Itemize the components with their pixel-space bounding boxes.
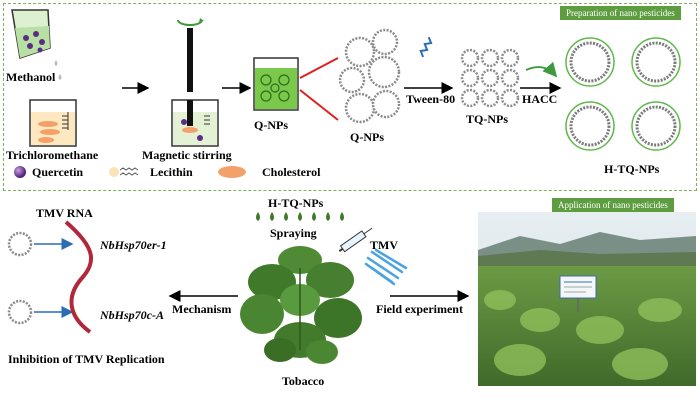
htqnps-app-label: H-TQ-NPs [268,196,324,210]
beaker-qnps-icon [253,57,299,111]
htqnps-label: H-TQ-NPs [604,162,660,176]
inhibition-label: Inhibition of TMV Replication [8,352,165,366]
quercetin-icon [14,166,26,178]
tmv-label: TMV [370,238,398,252]
tween-80-icon [419,36,433,58]
spraying-label: Spraying [270,226,317,240]
mechanism-label: Mechanism [172,302,232,316]
tobacco-plant-icon [240,246,362,364]
gene-label-1: NbHsp70er-1 [100,238,167,252]
red-line-top [299,57,339,79]
tqnps-grid-icon [460,48,520,108]
qnps-cluster-label: Q-NPs [350,130,384,144]
spray-droplets-icon [256,212,344,221]
qnps-beaker-label: Q-NPs [254,118,288,132]
liposome-cluster-icon [338,28,401,124]
magnetic-stirrer-icon [177,18,204,92]
red-line-bottom [299,89,339,121]
field-photo [478,212,696,386]
tmv-rna-strand [64,220,93,334]
preparation-panel [3,3,697,191]
hacc-curve-arrow [525,61,558,78]
field-experiment-label: Field experiment [376,302,463,316]
tmv-particles-icon [364,248,408,286]
magnetic-stirring-label: Magnetic stirring [142,148,232,162]
methanol-label: Methanol [6,70,56,84]
syringe-icon [338,227,373,253]
beaker-trichloromethane-icon [29,99,77,147]
tobacco-label: Tobacco [282,374,325,388]
hacc-label: HACC [522,92,558,106]
cholesterol-label: Cholesterol [262,165,321,179]
lecithin-icon [109,167,139,177]
liposome-small-1 [7,231,33,257]
trichloromethane-label: Trichloromethane [6,148,99,162]
liposome-small-2 [7,299,33,325]
gene-label-2: NbHsp70c-A [100,308,164,322]
lecithin-label: Lecithin [150,165,193,179]
preparation-title: Preparation of nano pesticides [560,6,681,20]
cholesterol-icon [218,166,246,178]
htqnps-particles-icon [565,37,681,151]
tqnps-label: TQ-NPs [466,112,508,126]
methanol-flask-icon [11,9,62,80]
application-title: Application of nano pesticides [552,198,674,212]
beaker-stirring-icon [171,99,219,147]
quercetin-label: Quercetin [32,165,84,179]
tween-80-label: Tween-80 [406,92,456,106]
tmv-rna-label: TMV RNA [36,206,93,220]
